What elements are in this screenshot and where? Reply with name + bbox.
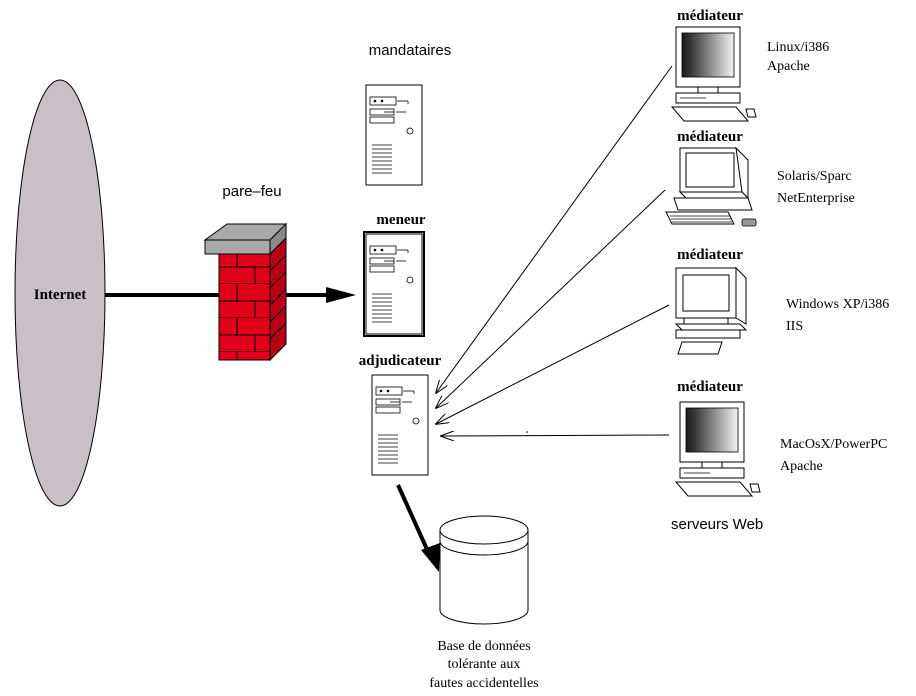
firewall-label: pare–feu	[222, 183, 281, 200]
workstation-3-icon	[674, 266, 748, 355]
leader-server	[363, 231, 425, 337]
mediator-3-os: Windows XP/i386	[786, 297, 889, 312]
proxy-server	[365, 84, 423, 186]
mediator-1: médiateur Linux/i386 Apache	[671, 8, 829, 122]
firewall: pare–feu	[203, 183, 288, 362]
monitor-4-icon	[675, 401, 761, 497]
mediator-3-server: IIS	[786, 319, 803, 334]
mediator-2-os: Solaris/Sparc	[777, 169, 852, 184]
mediator-4-os: MacOsX/PowerPC	[780, 437, 887, 452]
mediator-1-title: médiateur	[677, 8, 743, 24]
adjudicator-label: adjudicateur	[359, 353, 442, 369]
database-label-line2: tolérante aux	[448, 657, 521, 672]
mediator-2-server: NetEnterprise	[777, 191, 855, 206]
mediator-3: médiateur Windows XP/i386 IIS	[674, 247, 889, 355]
mediator-3-title: médiateur	[677, 247, 743, 263]
arrow-mediator-4	[441, 435, 670, 436]
mediator-arrows	[436, 65, 673, 436]
workstation-2-icon	[665, 146, 757, 227]
internet-label: Internet	[34, 287, 87, 303]
mediator-4-server: Apache	[780, 459, 823, 474]
proxies-label: mandataires	[369, 42, 452, 59]
monitor-1-icon	[671, 26, 757, 122]
mediator-2: médiateur Solaris/Sparc NetEnterprise	[665, 129, 855, 227]
mediator-1-os: Linux/i386	[767, 40, 829, 55]
brick-wall	[218, 253, 271, 361]
adjudicator-to-database-arrow	[396, 484, 440, 572]
arrow-mediator-2	[436, 189, 666, 408]
web-servers-label: serveurs Web	[671, 516, 763, 533]
database-label-line1: Base de données	[437, 639, 530, 654]
arrow-mediator-1	[436, 65, 673, 393]
mediator-2-title: médiateur	[677, 129, 743, 145]
arrow-mediator-3	[436, 304, 670, 424]
mediator-4-title: médiateur	[677, 379, 743, 395]
leader-label: meneur	[376, 212, 425, 228]
database-label-line3: fautes accidentelles	[429, 676, 538, 691]
adjudicator-server	[371, 374, 429, 476]
internet-cloud: Internet	[14, 79, 106, 507]
mediator-4: médiateur MacOsX/PowerPC Apache	[675, 379, 887, 497]
mediator-1-server: Apache	[767, 59, 810, 74]
database: Base de données tolérante aux fautes acc…	[429, 515, 539, 691]
